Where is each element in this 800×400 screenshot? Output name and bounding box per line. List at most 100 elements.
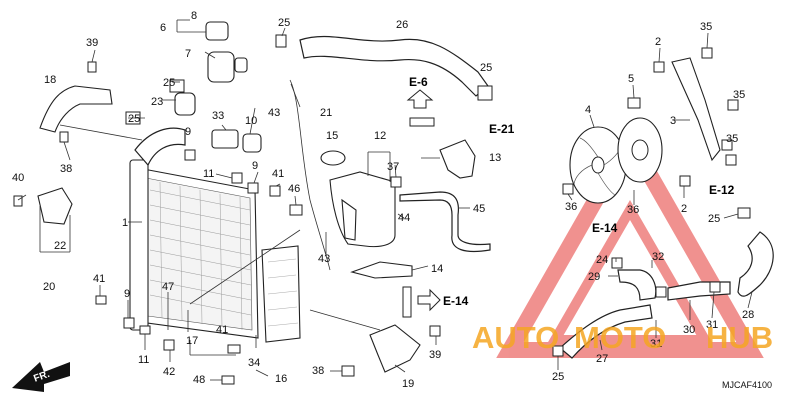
part-label-41c: 41 bbox=[216, 324, 228, 336]
part-labels: 1 2 2 3 4 5 6 7 8 9 9 9 10 11 11 12 13 1… bbox=[12, 10, 754, 390]
watermark bbox=[496, 123, 764, 358]
part-label-18: 18 bbox=[44, 74, 56, 86]
part-label-33: 33 bbox=[212, 110, 224, 122]
part-label-14: 14 bbox=[431, 263, 443, 275]
part-label-25b: 25 bbox=[163, 77, 175, 89]
fan-motor-shroud bbox=[617, 117, 663, 183]
part-label-8: 8 bbox=[191, 10, 197, 22]
part-label-15: 15 bbox=[326, 130, 338, 142]
part-label-3: 3 bbox=[670, 115, 676, 127]
section-ref-e14b[interactable]: E-14 bbox=[443, 294, 469, 308]
part-label-27: 27 bbox=[596, 353, 608, 365]
part-label-9b: 9 bbox=[252, 160, 258, 172]
part-label-21: 21 bbox=[320, 107, 332, 119]
watermark-triangle-logo bbox=[496, 123, 764, 358]
arrow-right-e14-icon bbox=[417, 288, 441, 312]
part-label-41a: 41 bbox=[272, 168, 284, 180]
mounting-bracket-22 bbox=[37, 187, 73, 225]
part-label-43b: 43 bbox=[318, 253, 330, 265]
hose-29 bbox=[617, 269, 657, 301]
seal-10 bbox=[242, 133, 262, 153]
leader-lines bbox=[17, 19, 753, 381]
upper-radiator-hose bbox=[299, 35, 489, 97]
part-label-42: 42 bbox=[163, 366, 175, 378]
lower-stay-19 bbox=[369, 324, 421, 373]
part-label-25a: 25 bbox=[278, 17, 290, 29]
cooling-fan bbox=[569, 126, 627, 204]
part-label-7: 7 bbox=[185, 48, 191, 60]
section-ref-e14a[interactable]: E-14 bbox=[592, 221, 618, 235]
section-ref-e12[interactable]: E-12 bbox=[709, 183, 735, 197]
part-label-26: 26 bbox=[396, 19, 408, 31]
hose-27 bbox=[559, 304, 653, 359]
radiator-bracket-18 bbox=[39, 85, 113, 133]
part-label-37: 37 bbox=[387, 161, 399, 173]
watermark-text-auto: AUTO bbox=[472, 320, 559, 355]
part-label-5: 5 bbox=[628, 73, 634, 85]
part-label-31a: 31 bbox=[650, 338, 662, 350]
section-ref-e21[interactable]: E-21 bbox=[489, 122, 515, 136]
radiator-core bbox=[129, 159, 259, 339]
part-label-1: 1 bbox=[122, 217, 128, 229]
part-label-29: 29 bbox=[588, 271, 600, 283]
part-label-20: 20 bbox=[43, 281, 55, 293]
part-label-35b: 35 bbox=[733, 89, 745, 101]
part-label-4: 4 bbox=[585, 104, 591, 116]
part-label-25d: 25 bbox=[480, 62, 492, 74]
front-direction-arrow-icon bbox=[12, 362, 70, 392]
part-label-25e: 25 bbox=[708, 213, 720, 225]
siphon-tube-21 bbox=[289, 79, 331, 271]
part-label-46: 46 bbox=[288, 183, 300, 195]
watermark-inner-triangle bbox=[546, 199, 714, 345]
part-label-25f: 25 bbox=[552, 371, 564, 383]
part-label-41b: 41 bbox=[93, 273, 105, 285]
radiator-upper-pipe bbox=[134, 127, 186, 167]
tank-bracket-13 bbox=[439, 139, 476, 179]
part-label-32: 32 bbox=[652, 251, 664, 263]
part-label-34: 34 bbox=[248, 357, 260, 369]
part-label-35a: 35 bbox=[700, 21, 712, 33]
section-ref-e6[interactable]: E-6 bbox=[409, 75, 428, 89]
part-label-24: 24 bbox=[596, 254, 608, 266]
part-label-23: 23 bbox=[151, 96, 163, 108]
part-label-43a: 43 bbox=[268, 107, 280, 119]
part-label-31b: 31 bbox=[706, 319, 718, 331]
part-label-35c: 35 bbox=[726, 133, 738, 145]
part-label-9a: 9 bbox=[185, 126, 191, 138]
part-label-38a: 38 bbox=[60, 163, 72, 175]
watermark-text-hub: HUB bbox=[706, 320, 773, 355]
arrow-up-e6-icon bbox=[406, 89, 434, 109]
part-label-19: 19 bbox=[402, 378, 414, 390]
part-label-36a: 36 bbox=[565, 201, 577, 213]
part-label-39a: 39 bbox=[86, 37, 98, 49]
reserve-tank bbox=[320, 150, 396, 248]
part-label-38b: 38 bbox=[312, 365, 324, 377]
part-label-28: 28 bbox=[742, 309, 754, 321]
part-label-22: 22 bbox=[54, 240, 66, 252]
part-label-45: 45 bbox=[473, 203, 485, 215]
part-label-44: 44 bbox=[398, 212, 410, 224]
tank-stay-14 bbox=[350, 261, 413, 279]
part-label-25c: 25 bbox=[128, 113, 140, 125]
front-direction-label: FR. bbox=[32, 369, 51, 385]
part-label-11b: 11 bbox=[138, 354, 149, 366]
watermark-text-moto: MOTO bbox=[574, 320, 666, 355]
part-label-13: 13 bbox=[489, 152, 501, 164]
part-label-2a: 2 bbox=[655, 36, 661, 48]
part-label-16: 16 bbox=[275, 373, 287, 385]
part-label-30: 30 bbox=[683, 324, 695, 336]
part-label-6: 6 bbox=[160, 22, 166, 34]
sub-radiator bbox=[261, 245, 301, 343]
diagram-code: MJCAF4100 bbox=[722, 380, 772, 390]
section-references: E-6 E-21 E-12 E-14 E-14 bbox=[409, 75, 735, 308]
part-label-39b: 39 bbox=[429, 349, 441, 361]
thermostat-33 bbox=[211, 129, 239, 149]
radiator-cap bbox=[205, 21, 248, 83]
part-label-36b: 36 bbox=[627, 204, 639, 216]
lower-hose-28 bbox=[737, 231, 774, 297]
part-label-47: 47 bbox=[162, 281, 174, 293]
fan-stay-3 bbox=[671, 57, 721, 162]
part-label-12: 12 bbox=[374, 130, 386, 142]
